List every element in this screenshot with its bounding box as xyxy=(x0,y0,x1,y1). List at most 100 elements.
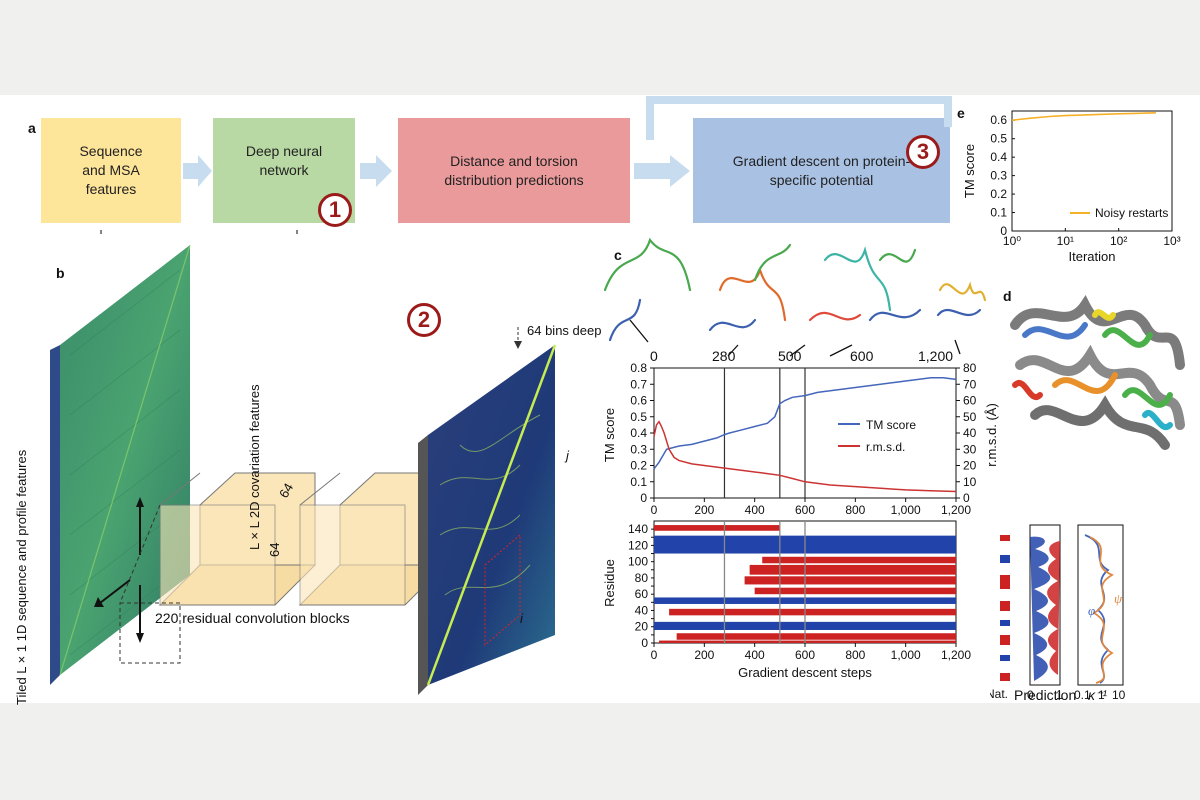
panel-label-c: c xyxy=(614,247,622,263)
res-ytick-label-20: 20 xyxy=(635,620,649,634)
badge-3-icon: 3 xyxy=(906,135,940,169)
ytick-label-0.8: 0.8 xyxy=(630,361,647,375)
e-xtick-label-2: 10² xyxy=(1110,234,1127,248)
kappa-box xyxy=(1077,524,1124,686)
res-xtick-label-1,200: 1,200 xyxy=(941,648,971,662)
sequence-msa-label: Sequence and MSA features xyxy=(79,143,143,197)
figure: a Sequence and MSA features Deep neural … xyxy=(0,95,1200,705)
pipeline-arrows xyxy=(100,96,952,235)
dim-64-b: 64 xyxy=(267,542,282,557)
native-label: Nat. xyxy=(990,687,1008,701)
ytick-label-0.6: 0.6 xyxy=(630,394,647,408)
panel-label-e: e xyxy=(957,105,965,121)
snapshot-label-1200: 1,200 xyxy=(918,348,954,364)
residue-band-9 xyxy=(676,633,956,640)
xlabel-steps: Gradient descent steps xyxy=(738,665,872,680)
axis-j-label: j xyxy=(566,448,569,463)
prediction-label: Prediction xyxy=(1014,687,1077,703)
e-series-noisy-restarts xyxy=(1011,112,1156,121)
structure-snapshots xyxy=(603,237,987,357)
xtick-label-0: 0 xyxy=(651,503,658,517)
residue-band-2 xyxy=(762,556,956,564)
e-ytick-label-0.3: 0.3 xyxy=(990,169,1007,183)
psi-label: ψ xyxy=(1114,591,1123,606)
ytick-label-0.1: 0.1 xyxy=(630,475,647,489)
snapshot-label-600: 600 xyxy=(850,348,874,364)
res-ytick-label-60: 60 xyxy=(635,587,649,601)
ytick-right-label-10: 10 xyxy=(963,475,977,489)
ylabel-tm: TM score xyxy=(602,408,617,462)
snapshot-280-icon xyxy=(718,266,787,322)
gradient-descent-label: Gradient descent on protein-specific pot… xyxy=(732,152,911,188)
arrow-1-icon xyxy=(183,155,212,187)
native-strip xyxy=(1000,535,1010,681)
res-ytick-label-40: 40 xyxy=(635,603,649,617)
xtick-label-200: 200 xyxy=(694,503,714,517)
res-ytick-label-140: 140 xyxy=(628,522,648,536)
res-ytick-label-0: 0 xyxy=(641,636,648,650)
ytick-label-0.7: 0.7 xyxy=(630,377,647,391)
res-xtick-label-600: 600 xyxy=(795,648,815,662)
ytick-label-0.4: 0.4 xyxy=(630,426,647,440)
kappa-tick-0.1: 0.1 xyxy=(1074,688,1091,702)
residual-blocks-label: 220 residual convolution blocks xyxy=(155,610,350,626)
res-xtick-label-800: 800 xyxy=(845,648,865,662)
e-xlabel: Iteration xyxy=(1069,249,1116,264)
ytick-label-0: 0 xyxy=(640,491,647,505)
panel-label-b: b xyxy=(56,265,65,281)
e-frame xyxy=(1011,110,1173,232)
badge-1-text: 1 xyxy=(328,197,342,222)
e-xtick-label-1: 10¹ xyxy=(1057,234,1074,248)
ytick-label-0.2: 0.2 xyxy=(630,459,647,473)
e-ytick-label-0.5: 0.5 xyxy=(990,132,1007,146)
e-ylabel: TM score xyxy=(962,144,977,198)
e-ytick-label-0.2: 0.2 xyxy=(990,187,1007,201)
res-xtick-label-400: 400 xyxy=(745,648,765,662)
badge-1-icon: 1 xyxy=(318,193,352,227)
xtick-label-400: 400 xyxy=(745,503,765,517)
res-xtick-label-0: 0 xyxy=(651,648,658,662)
snapshot-label-0: 0 xyxy=(650,348,658,364)
residue-band-0 xyxy=(654,525,780,531)
sequence-msa-box: Sequence and MSA features xyxy=(41,118,181,223)
panel-label-d: d xyxy=(1003,288,1012,304)
res-ytick-label-100: 100 xyxy=(628,555,648,569)
legend-tm-label: TM score xyxy=(866,418,916,432)
e-ytick-label-0.4: 0.4 xyxy=(990,150,1007,164)
covariation-features-label: L × L 2D covariation features xyxy=(247,384,262,550)
res-ytick-label-120: 120 xyxy=(628,538,648,552)
snapshot-500-icon xyxy=(823,246,892,312)
secondary-structure-panels: Nat. 0 1 0.1 1 10 φ ψ xyxy=(990,524,1126,702)
kappa-label: κ⁻¹ xyxy=(1088,687,1108,703)
xtick-label-600: 600 xyxy=(795,503,815,517)
kappa-tick-10: 10 xyxy=(1112,688,1126,702)
snapshot-step-labels: 0 280 500 600 1,200 xyxy=(650,348,970,366)
distance-torsion-box: Distance and torsion distribution predic… xyxy=(398,118,630,223)
ytick-label-0.5: 0.5 xyxy=(630,410,647,424)
snapshot-600-icon xyxy=(878,248,917,263)
badge-2-icon: 2 xyxy=(407,303,441,337)
ytick-label-0.3: 0.3 xyxy=(630,442,647,456)
ytick-right-label-60: 60 xyxy=(963,394,977,408)
input-1d-features-label: Tiled L × 1 1D sequence and profile feat… xyxy=(14,449,29,705)
residue-band-4 xyxy=(744,576,956,585)
kappa-tick-1: 1 xyxy=(1098,688,1105,702)
pred-tick-1: 1 xyxy=(1056,688,1063,702)
legend-rmsd-label: r.m.s.d. xyxy=(866,440,905,454)
ytick-right-label-30: 30 xyxy=(963,442,977,456)
residue-band-3 xyxy=(749,564,956,575)
distance-torsion-label: Distance and torsion distribution predic… xyxy=(444,152,584,188)
gradient-descent-box: Gradient descent on protein-specific pot… xyxy=(693,118,950,223)
input-slab-side xyxy=(50,345,60,685)
structure-overlay xyxy=(1010,295,1185,450)
feedback-loop-icon xyxy=(646,96,952,140)
series-r-m-s-d- xyxy=(653,420,957,493)
badge-2-text: 2 xyxy=(417,307,431,332)
residue-band-7 xyxy=(669,608,956,616)
badge-3-text: 3 xyxy=(916,139,930,164)
tm-rmsd-chart: 00.10.20.30.40.50.60.70.8010203040506070… xyxy=(602,361,999,517)
snapshot-label-280: 280 xyxy=(712,348,736,364)
ylabel-residue: Residue xyxy=(602,559,617,607)
